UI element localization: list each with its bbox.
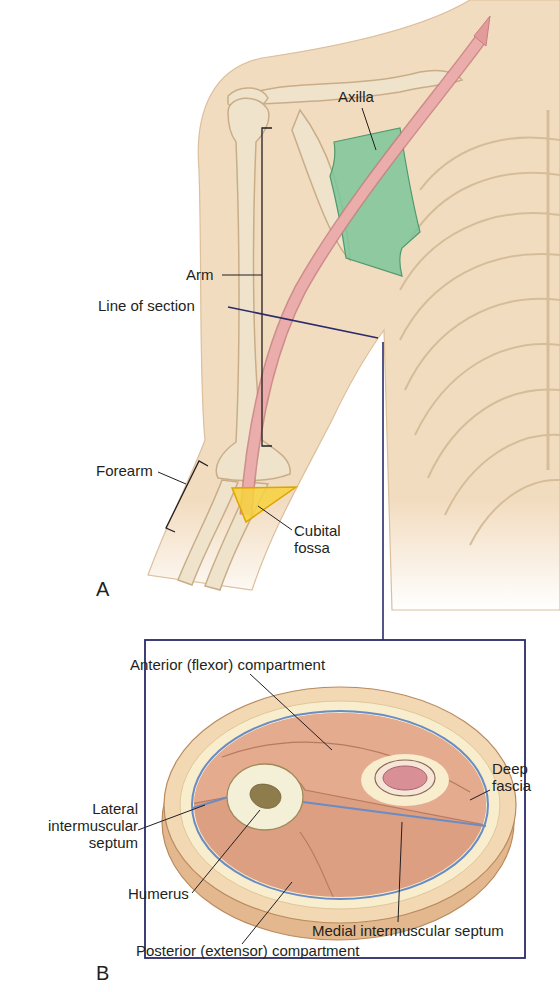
skin-surface	[164, 687, 516, 923]
neurovascular-bundle	[375, 760, 435, 796]
artery-tip	[474, 16, 490, 46]
body-silhouette	[148, 0, 560, 610]
rib-cage	[400, 110, 560, 545]
part-label: Forearm	[96, 462, 166, 479]
part-label: Posterior (extensor) compartment	[136, 942, 396, 959]
humerus-section	[227, 764, 303, 830]
part-label: Medial intermuscular septum	[312, 922, 542, 939]
part-label: Anterior (flexor) compartment	[130, 656, 370, 673]
muscle-compartments	[180, 690, 500, 920]
part-label: Deep fascia	[492, 760, 550, 794]
part-label: Axilla	[338, 88, 418, 105]
deep-fascia	[192, 711, 488, 899]
forearm-bracket	[166, 461, 208, 532]
medial-septum	[303, 802, 486, 826]
lateral-septum	[193, 797, 228, 808]
brachial-artery-section	[383, 766, 427, 790]
leader-lines	[138, 674, 490, 944]
part-label: Cubital fossa	[294, 522, 364, 556]
axilla-region	[330, 128, 420, 276]
part-label: Lateral intermuscular septum	[28, 800, 138, 851]
part-label: Arm	[186, 266, 226, 283]
part-label: Humerus	[128, 885, 198, 902]
part-label: Line of section	[98, 297, 228, 314]
panel-letter: B	[96, 962, 126, 984]
artery-outline	[246, 40, 480, 515]
cubital-fossa	[232, 487, 296, 522]
section-line	[228, 307, 383, 640]
marrow-cavity	[250, 784, 281, 808]
section-box	[145, 640, 525, 958]
leader-lines	[158, 108, 376, 530]
artery	[246, 40, 480, 515]
arm-bracket	[262, 128, 272, 446]
panel-letter: A	[96, 578, 126, 600]
